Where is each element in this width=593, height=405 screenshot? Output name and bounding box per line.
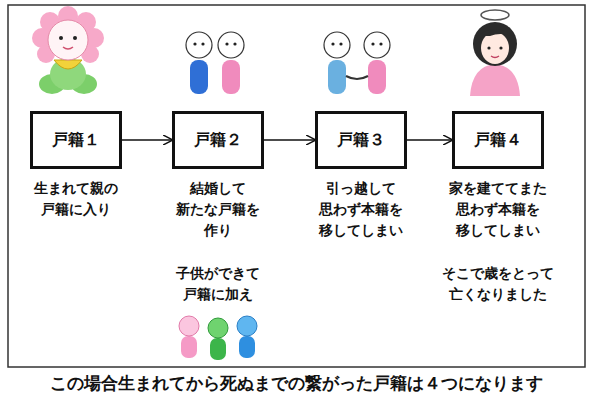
process-box: 戸籍３ [315,111,407,169]
step-note: 引っ越して 思わず本籍を 移してしまい [308,178,414,241]
woman-head [218,32,244,58]
halo [481,10,509,20]
process-box: 戸籍２ [172,111,264,169]
eye [233,42,236,45]
child-body [181,336,197,358]
box-title: 戸籍４ [474,130,522,151]
bangs [478,29,512,36]
eye [499,46,502,49]
eye [331,42,334,45]
child-body [239,336,255,358]
child-head [208,318,228,338]
woman-head [364,32,390,58]
mouth [63,47,73,49]
eye [193,42,196,45]
process-box: 戸籍４ [452,111,544,169]
flow-arrow [407,139,452,141]
man-head [324,32,350,58]
step-note: そこで歳をとって 亡くなりました [433,263,563,305]
eye [59,36,63,40]
child-head [179,316,199,336]
eye [379,42,382,45]
baby-face [48,20,88,60]
man-body [190,60,208,94]
woman-face [481,32,509,64]
couple-figure [186,32,244,94]
man-head [186,32,212,58]
hair [473,22,517,66]
child-head [237,316,257,336]
baby-bib [54,60,82,69]
old-woman-figure [470,10,520,96]
outer-frame [8,5,585,367]
woman-body [222,60,240,94]
mouth [491,56,499,58]
caption: この場合生まれてから死ぬまでの繋がった戸籍は４つになります [0,372,593,395]
woman-shirt [470,64,520,96]
step-note: 家を建ててまた 思わず本籍を 移してしまい [445,178,551,241]
eye [201,42,204,45]
couple-figure [324,32,390,94]
box-title: 戸籍１ [52,130,100,151]
flow-arrow [264,139,315,141]
eye [371,42,374,45]
process-box: 戸籍１ [30,111,122,169]
eye [225,42,228,45]
step-note: 生まれて親の 戸籍に入り [23,178,129,220]
eye [339,42,342,45]
woman-body [368,60,386,94]
baby-figure [32,6,104,94]
man-body [328,60,346,94]
step-note: 子供ができて 戸籍に加え [163,263,273,305]
child-body [210,338,226,360]
eye [73,36,77,40]
box-title: 戸籍２ [194,130,242,151]
box-title: 戸籍３ [337,130,385,151]
baby-body [50,58,86,90]
eye [487,46,490,49]
children-figure [179,316,257,360]
step-note: 結婚して 新たな戸籍を 作り [165,178,271,241]
holding-hands [346,76,368,79]
flow-arrow [122,139,172,141]
